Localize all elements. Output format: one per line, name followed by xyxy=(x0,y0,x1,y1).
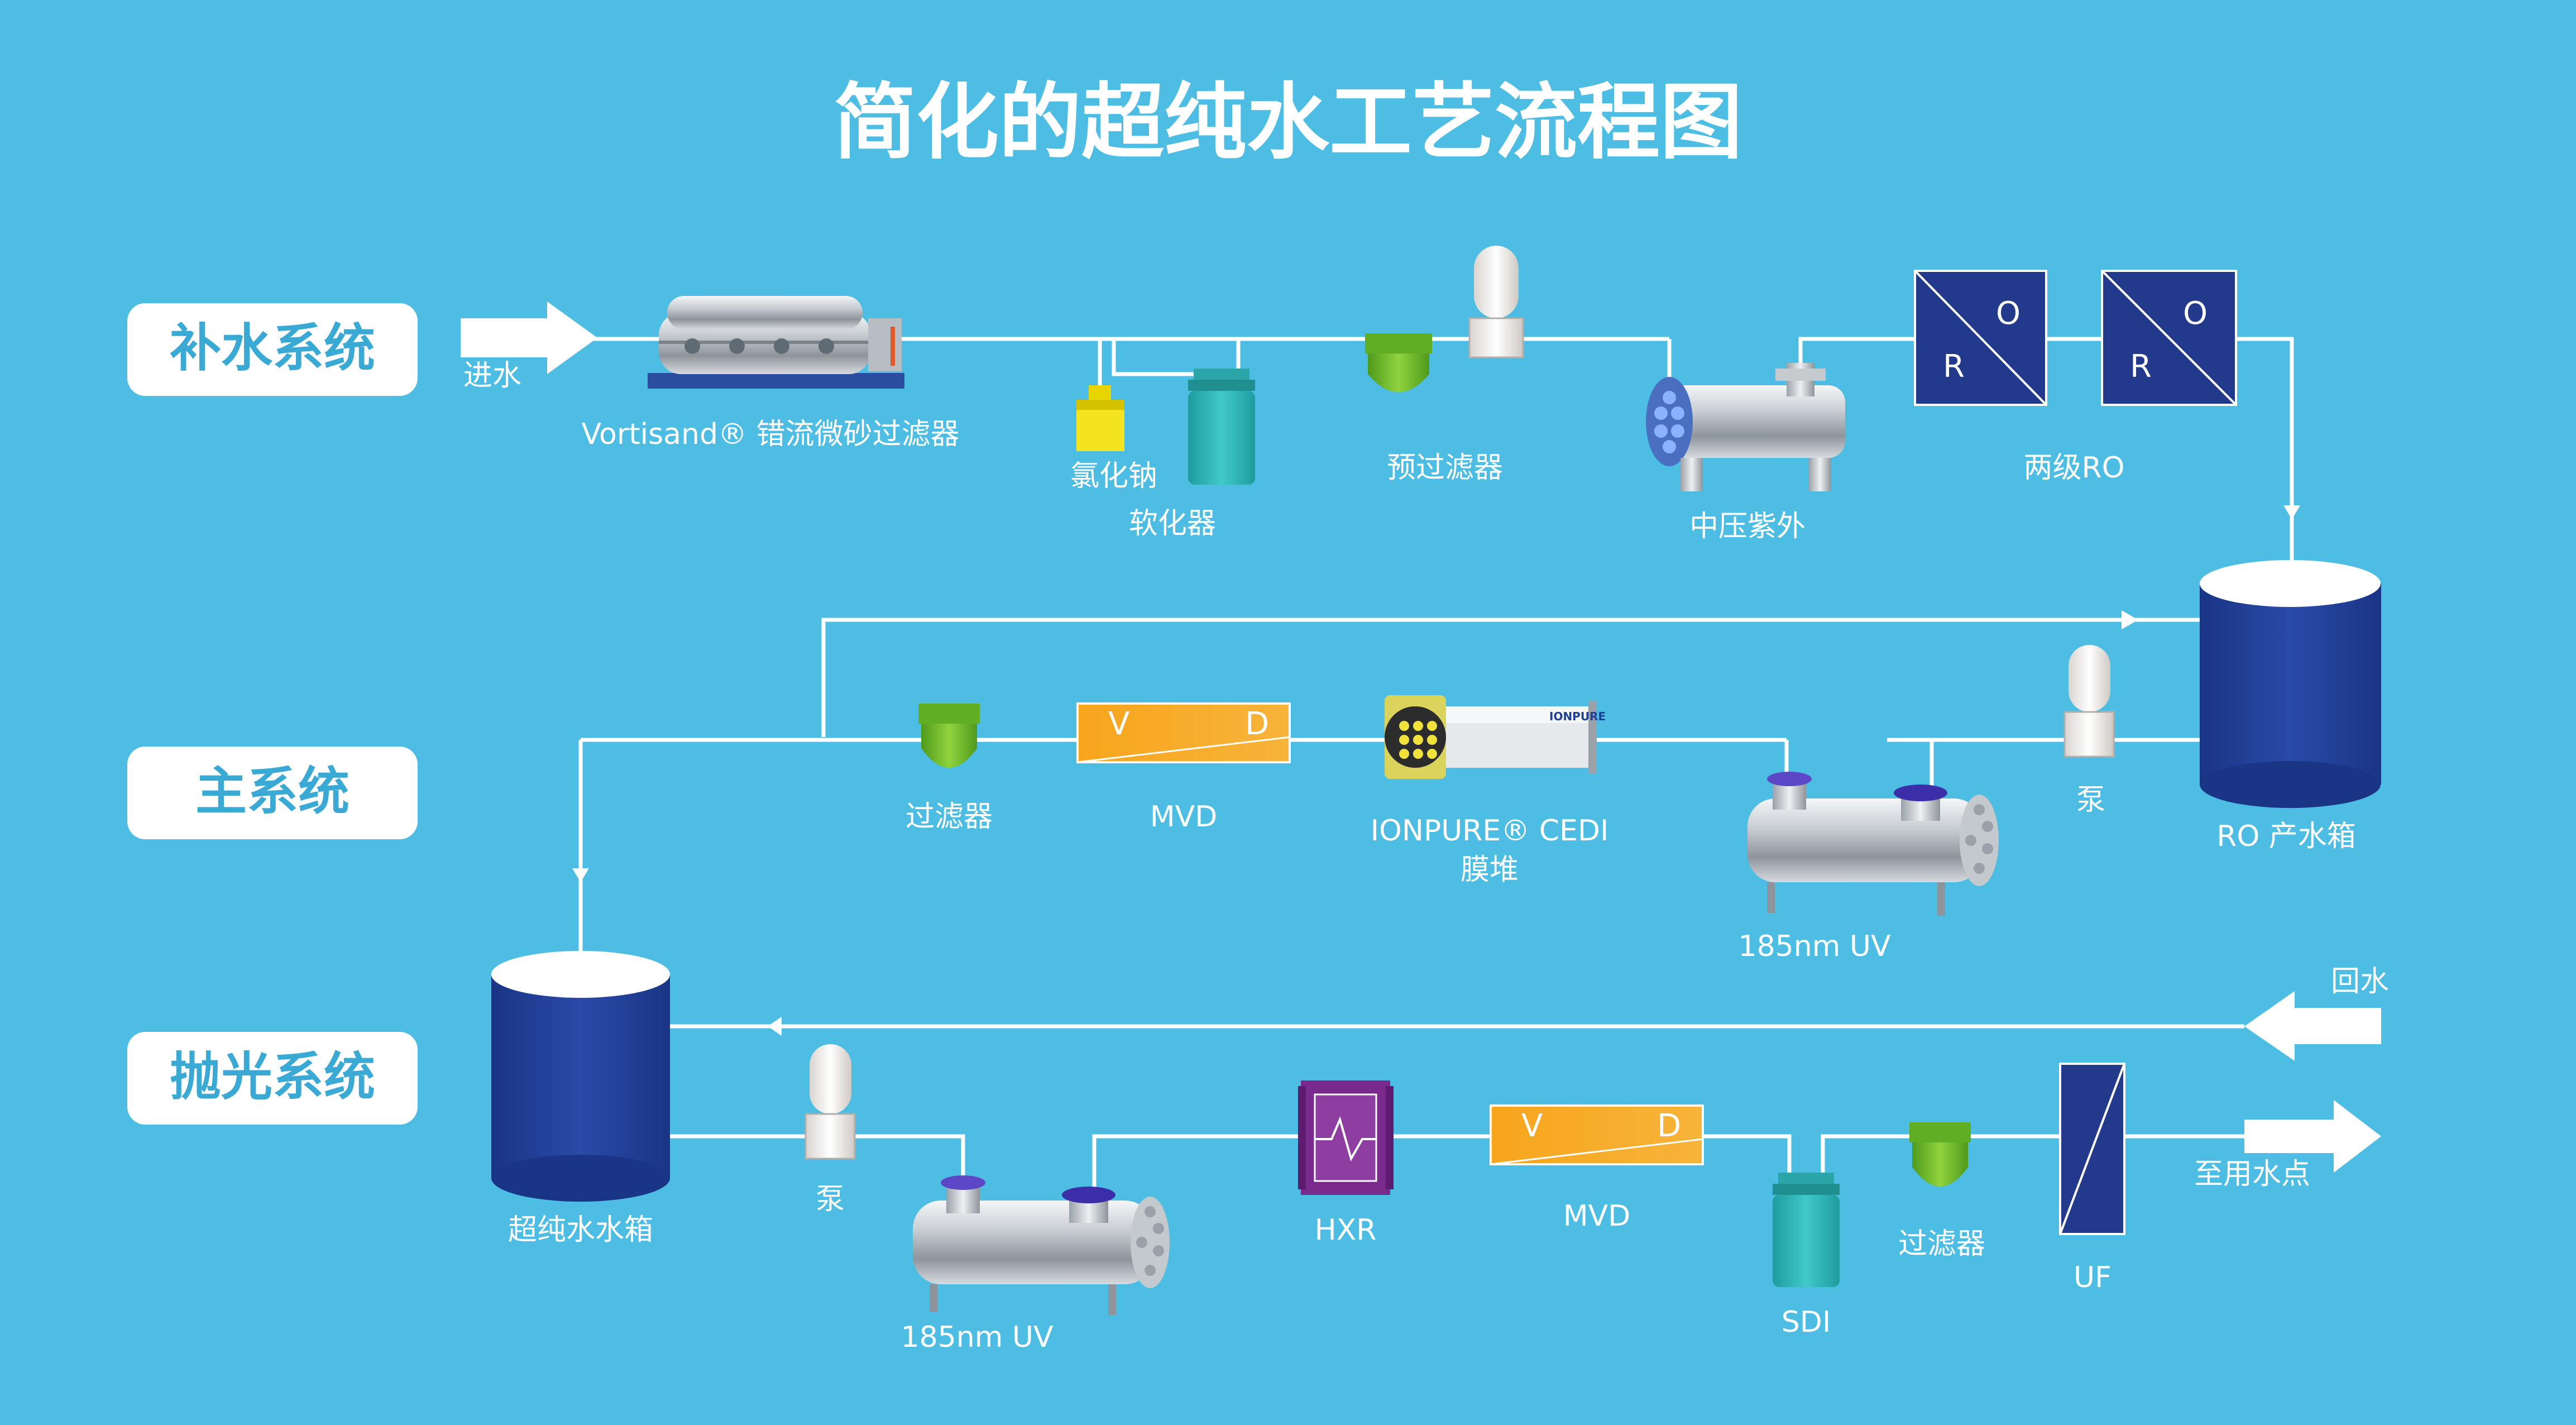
sdi-meter-icon xyxy=(1773,1173,1840,1287)
ro2-r-symbol: R xyxy=(2130,348,2152,385)
return-arrow-icon xyxy=(2244,991,2381,1061)
big-arrows xyxy=(461,302,2381,1173)
mvd-main-v-symbol: V xyxy=(1108,706,1129,742)
arrowhead-down-upw xyxy=(572,868,589,882)
page-title: 简化的超纯水工艺流程图 xyxy=(834,74,1742,170)
to-use-point-label: 至用水点 xyxy=(2194,1158,2310,1191)
mvd-polish-d-symbol: D xyxy=(1657,1108,1681,1144)
uv-polish-reactor-icon xyxy=(913,1175,1170,1315)
arrowhead-down-ro xyxy=(2283,505,2300,519)
softener-label: 软化器 xyxy=(1129,507,1216,541)
uv-main-reactor-icon xyxy=(1747,772,1999,916)
mp-uv-reactor-icon xyxy=(1646,363,1845,491)
arrowhead-left-return xyxy=(768,1017,782,1036)
cedi-label-line2: 膜堆 xyxy=(1461,853,1519,887)
system-label-polish-text: 抛光系统 xyxy=(170,1047,375,1107)
system-label-main-text: 主系统 xyxy=(195,762,349,821)
return-water-label: 回水 xyxy=(2331,965,2389,998)
arrowhead-right-recirc xyxy=(2122,610,2138,629)
sdi-label: SDI xyxy=(1782,1306,1831,1339)
prefilter-label: 预过滤器 xyxy=(1387,451,1503,485)
pump-polish-icon xyxy=(805,1044,856,1160)
system-label-main: 主系统 xyxy=(127,747,418,839)
uf-label: UF xyxy=(2074,1261,2111,1294)
mvd-polish-icon: V D xyxy=(1490,1104,1704,1165)
uv-polish-label: 185nm UV xyxy=(901,1321,1053,1354)
pipe-uv-to-hxr xyxy=(1092,1134,1298,1189)
pipe-mvd-to-sdi xyxy=(1703,1134,1792,1173)
ro2-o-symbol: O xyxy=(2183,295,2208,332)
hxr-heat-exchanger-icon xyxy=(1298,1080,1394,1195)
ro-stage2-icon: R O xyxy=(2101,270,2237,406)
upw-tank-icon xyxy=(491,951,670,1202)
system-label-makeup-text: 补水系统 xyxy=(170,318,375,378)
filter-polish-label: 过滤器 xyxy=(1898,1227,1985,1261)
prefilter-icon xyxy=(1365,333,1432,393)
ro-tank-label: RO 产水箱 xyxy=(2216,820,2356,853)
vortisand-filter-icon xyxy=(648,296,904,389)
filter-polish-icon xyxy=(1909,1122,1971,1187)
mvd-polish-v-symbol: V xyxy=(1521,1108,1543,1144)
hxr-label: HXR xyxy=(1315,1213,1377,1247)
ro-product-tank-icon xyxy=(2200,560,2381,808)
pipe-pump-to-uv xyxy=(1929,738,2066,787)
uf-membrane-icon xyxy=(2059,1063,2125,1235)
mp-uv-label: 中压紫外 xyxy=(1689,510,1806,543)
system-label-makeup: 补水系统 xyxy=(127,303,418,396)
vortisand-label: Vortisand® 错流微砂过滤器 xyxy=(581,418,959,451)
pipe-ro-to-tank xyxy=(2236,337,2294,575)
cedi-label-line1: IONPURE® CEDI xyxy=(1371,814,1609,848)
uv-main-label: 185nm UV xyxy=(1738,930,1890,963)
two-ro-label: 两级RO xyxy=(2023,451,2124,485)
mvd-main-label: MVD xyxy=(1150,800,1217,834)
mvd-main-icon: V D xyxy=(1076,702,1291,763)
softener-icon xyxy=(1188,369,1255,485)
cedi-brand-text: IONPURE xyxy=(1549,710,1606,723)
mvd-main-d-symbol: D xyxy=(1245,706,1269,742)
naclo-label: 氯化钠 xyxy=(1070,460,1157,493)
pump-polish-label: 泵 xyxy=(816,1183,845,1216)
pipe-recirc-top xyxy=(821,618,2200,737)
upw-tank-label: 超纯水水箱 xyxy=(508,1213,653,1247)
ro-stage1-icon: R O xyxy=(1914,270,2047,406)
filter-main-icon xyxy=(918,704,980,768)
mvd-polish-label: MVD xyxy=(1563,1199,1630,1233)
system-label-polish: 抛光系统 xyxy=(127,1032,418,1125)
naclo-tank-icon xyxy=(1076,385,1124,451)
ro1-o-symbol: O xyxy=(1996,295,2020,332)
cedi-module-icon: IONPURE xyxy=(1385,695,1606,779)
pump-main-icon xyxy=(2063,645,2115,758)
inlet-arrow-icon xyxy=(461,302,597,374)
pump-row1-icon xyxy=(1468,246,1524,358)
pipe-upw-to-pump xyxy=(670,1134,965,1189)
ro1-r-symbol: R xyxy=(1943,348,1965,385)
outlet-arrow-icon xyxy=(2244,1100,2381,1173)
pump-main-label: 泵 xyxy=(2076,783,2105,817)
inlet-label: 进水 xyxy=(463,359,521,393)
filter-main-label: 过滤器 xyxy=(906,800,993,834)
pipe-sdi-to-uf xyxy=(1821,1134,2060,1173)
flow-arrowheads xyxy=(572,505,2300,1036)
